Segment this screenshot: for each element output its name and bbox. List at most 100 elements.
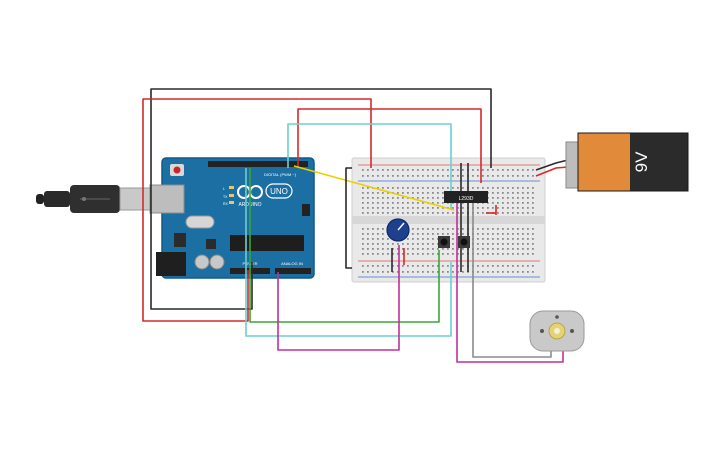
breadboard-hole xyxy=(512,202,514,204)
breadboard-hole xyxy=(377,212,379,214)
breadboard-hole xyxy=(507,197,509,199)
breadboard-hole xyxy=(497,238,499,240)
breadboard-hole xyxy=(377,169,379,171)
breadboard-hole xyxy=(532,265,534,267)
potentiometer[interactable] xyxy=(386,218,410,242)
breadboard-hole xyxy=(367,197,369,199)
breadboard-hole xyxy=(372,197,374,199)
breadboard-hole xyxy=(397,271,399,273)
wire-green[interactable] xyxy=(249,168,440,323)
breadboard-hole xyxy=(532,248,534,250)
wire-black-rail-bridge[interactable] xyxy=(345,167,352,269)
pushbutton[interactable] xyxy=(438,236,450,248)
breadboard-hole xyxy=(507,228,509,230)
breadboard-hole xyxy=(502,265,504,267)
breadboard-hole xyxy=(377,238,379,240)
breadboard-hole xyxy=(447,212,449,214)
arduino-model-text: UNO xyxy=(270,187,288,196)
breadboard-hole xyxy=(422,169,424,171)
breadboard-hole xyxy=(462,169,464,171)
breadboard-hole xyxy=(522,253,524,255)
wire-cyan-bottom[interactable] xyxy=(245,168,452,337)
breadboard-hole xyxy=(437,253,439,255)
wire-magenta-pot[interactable] xyxy=(277,245,400,351)
breadboard-hole xyxy=(487,233,489,235)
breadboard-hole xyxy=(497,187,499,189)
battery-outline xyxy=(577,132,689,192)
breadboard-hole xyxy=(457,248,459,250)
wire-magenta-motor[interactable] xyxy=(456,200,564,363)
breadboard-hole xyxy=(457,238,459,240)
breadboard-hole xyxy=(362,271,364,273)
pushbutton[interactable] xyxy=(458,236,470,248)
breadboard-hole xyxy=(372,169,374,171)
dc-motor[interactable] xyxy=(529,310,585,352)
breadboard-hole xyxy=(427,238,429,240)
wire-battery-positive[interactable] xyxy=(535,166,569,177)
wire-yellow[interactable] xyxy=(293,165,455,211)
breadboard-hole xyxy=(487,271,489,273)
breadboard-hole xyxy=(377,175,379,177)
breadboard-hole xyxy=(422,212,424,214)
breadboard-hole xyxy=(442,192,444,194)
breadboard-hole xyxy=(497,243,499,245)
breadboard-hole xyxy=(432,169,434,171)
l293d-chip[interactable]: L293D xyxy=(444,191,488,203)
breadboard-hole xyxy=(362,187,364,189)
breadboard-hole xyxy=(512,197,514,199)
breadboard-hole xyxy=(447,175,449,177)
9v-battery[interactable]: 9V xyxy=(565,132,689,192)
breadboard-hole xyxy=(407,175,409,177)
breadboard-hole xyxy=(367,169,369,171)
wire-black-outer[interactable] xyxy=(150,88,492,310)
breadboard-hole xyxy=(457,207,459,209)
digital-header xyxy=(208,161,308,167)
breadboard-hole xyxy=(462,187,464,189)
breadboard-hole xyxy=(512,265,514,267)
wire-gray-motor[interactable] xyxy=(472,200,552,358)
breadboard-hole xyxy=(477,212,479,214)
usb-cable[interactable] xyxy=(36,185,151,213)
breadboard-hole xyxy=(377,248,379,250)
breadboard-hole xyxy=(492,265,494,267)
breadboard-hole xyxy=(512,187,514,189)
breadboard-hole xyxy=(377,197,379,199)
breadboard-hole xyxy=(432,253,434,255)
wire-red-top[interactable] xyxy=(297,108,482,168)
breadboard-hole xyxy=(442,265,444,267)
breadboard-hole xyxy=(372,248,374,250)
breadboard-hole xyxy=(392,207,394,209)
breadboard-hole xyxy=(512,192,514,194)
breadboard-hole xyxy=(442,175,444,177)
breadboard-hole xyxy=(457,265,459,267)
breadboard-hole xyxy=(522,228,524,230)
chip-body xyxy=(444,191,488,203)
breadboard-hole xyxy=(527,238,529,240)
breadboard-hole xyxy=(442,212,444,214)
breadboard-hole xyxy=(417,271,419,273)
breadboard-hole xyxy=(397,253,399,255)
breadboard-hole xyxy=(392,197,394,199)
breadboard-hole xyxy=(457,271,459,273)
breadboard-hole xyxy=(512,238,514,240)
breadboard[interactable] xyxy=(351,157,546,283)
breadboard-hole xyxy=(457,243,459,245)
breadboard-hole xyxy=(452,265,454,267)
breadboard-hole xyxy=(477,207,479,209)
wire-battery-negative[interactable] xyxy=(535,159,569,171)
breadboard-hole xyxy=(437,187,439,189)
breadboard-hole xyxy=(512,169,514,171)
breadboard-hole xyxy=(497,228,499,230)
breadboard-hole xyxy=(402,207,404,209)
breadboard-hole xyxy=(522,248,524,250)
breadboard-hole xyxy=(377,187,379,189)
arduino-uno[interactable]: ARDUINO UNO DIGITAL (PWM ~) POWER ANALOG… xyxy=(149,157,315,279)
breadboard-hole xyxy=(427,243,429,245)
wire-red-outer[interactable] xyxy=(142,98,372,322)
motor-screw xyxy=(540,329,544,333)
reset-button-cap xyxy=(173,166,181,174)
breadboard-hole xyxy=(497,248,499,250)
wire-cyan-top[interactable] xyxy=(287,123,452,210)
breadboard-hole xyxy=(392,248,394,250)
